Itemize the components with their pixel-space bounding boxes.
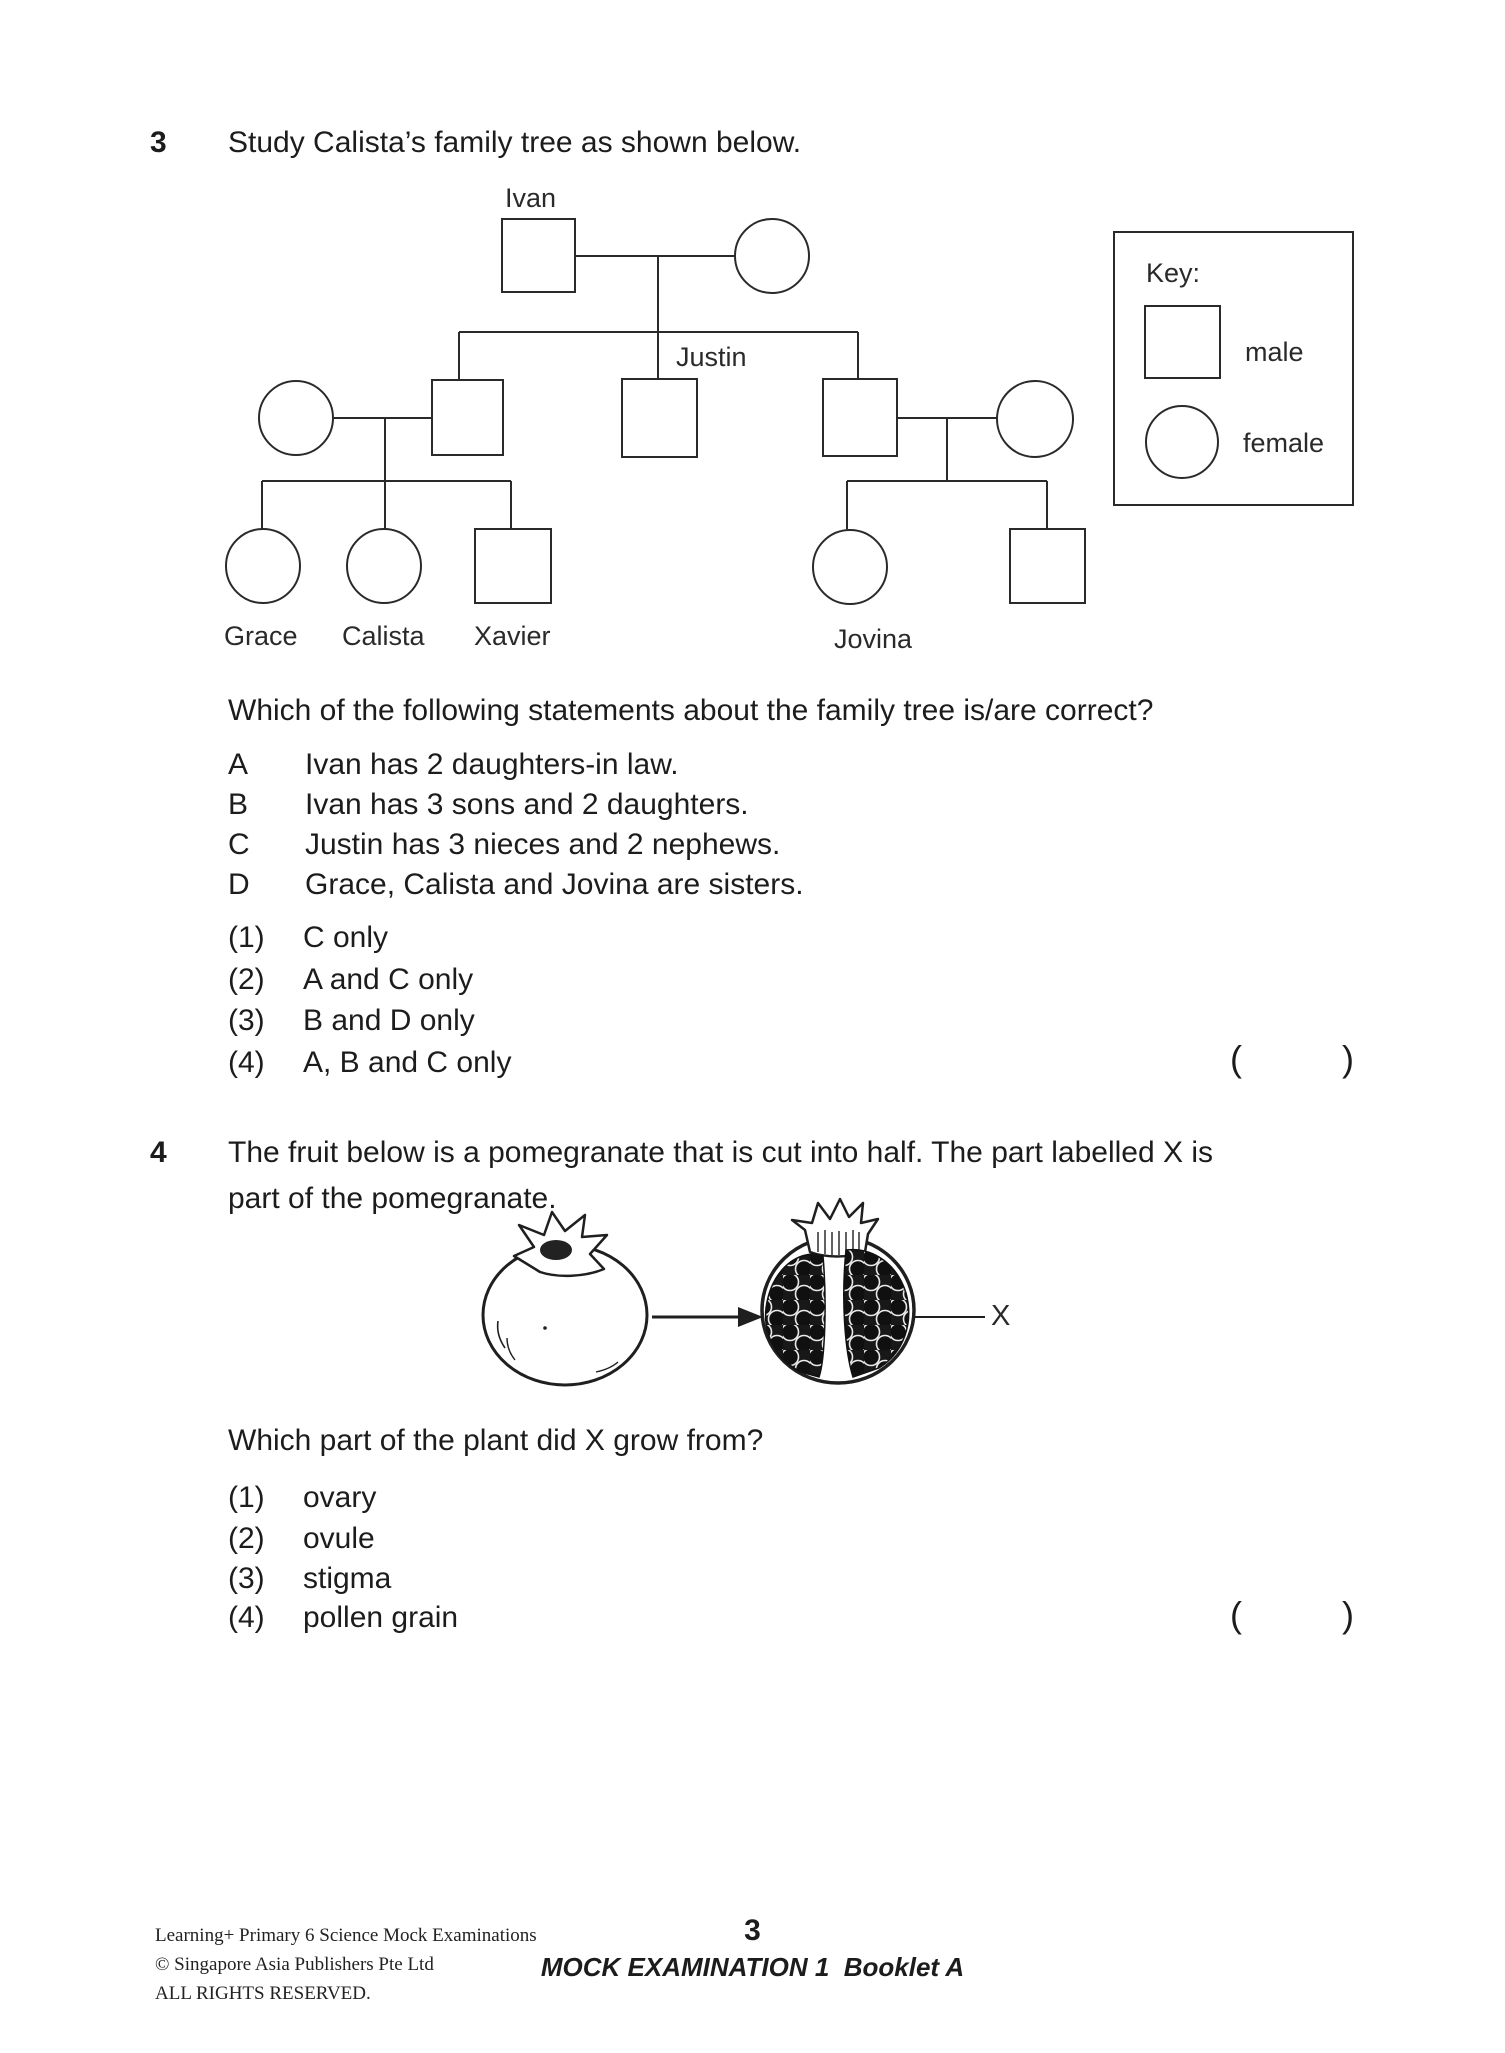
ivan-square [501,218,576,293]
q3-answer-bracket-open: ( [1230,1038,1242,1079]
label-xavier: Xavier [474,621,551,651]
option-text: B and D only [303,1004,475,1037]
son-left-square [431,379,504,456]
key-title: Key: [1146,258,1201,288]
footer-line: © Singapore Asia Publishers Pte Ltd [155,1954,434,1975]
footer-line: ALL RIGHTS RESERVED. [155,1983,371,2004]
q4-answer-bracket-close: ) [1342,1594,1354,1635]
option-number: (1) [228,1481,265,1514]
option-number: (4) [228,1601,265,1634]
seed-lobe-right [843,1248,910,1378]
option-number: (2) [228,963,265,996]
option-number: (2) [228,1522,265,1555]
justin-square [621,378,698,458]
key-male-label: male [1245,337,1304,367]
statement-text: Ivan has 2 daughters-in law. [305,748,679,781]
key-female-circle [1145,405,1219,479]
jovina-brother-square [1009,528,1086,604]
option-text: ovule [303,1522,375,1555]
q3-number: 3 [150,126,167,159]
q4-prompt-line2: part of the pomegranate. [228,1182,557,1215]
q4-question-text: Which part of the plant did X grow from? [228,1424,764,1457]
footer-copyright: Learning+ Primary 6 Science Mock Examina… [155,1921,537,2008]
page-number: 3 [744,1914,761,1947]
option-text: pollen grain [303,1601,459,1634]
q4-answer-bracket-open: ( [1230,1594,1242,1635]
option-text: A and C only [303,963,474,996]
statement-text: Grace, Calista and Jovina are sisters. [305,868,804,901]
option-text: C only [303,921,389,954]
cut-pomegranate-crown [790,1197,880,1258]
daughter-in-law-left-circle [258,380,334,456]
label-calista: Calista [342,621,425,651]
label-jovina: Jovina [834,624,913,654]
statement-letter: A [228,748,249,781]
option-text: stigma [303,1562,392,1595]
figure-x-label: X [991,1300,1011,1332]
jovina-circle [812,529,888,605]
option-text: ovary [303,1481,377,1514]
fruit-shading-stroke [595,1361,619,1373]
grace-circle [225,528,301,604]
q4-prompt-line1: The fruit below is a pomegranate that is… [228,1136,1213,1169]
fruit-shading-stroke [496,1320,506,1349]
statement-letter: D [228,868,250,901]
son-right-square [822,378,898,457]
calista-circle [346,528,422,604]
label-justin: Justin [676,342,747,372]
key-female-label: female [1243,428,1325,458]
pomegranate-figure [481,1197,985,1387]
q3-question-text: Which of the following statements about … [228,694,1154,727]
statement-letter: B [228,788,249,821]
daughter-in-law-right-circle [996,380,1074,458]
label-grace: Grace [224,621,298,651]
booklet-title: MOCK EXAMINATION 1 Booklet A [540,1952,965,1982]
xavier-square [474,528,552,604]
q3-prompt: Study Calista’s family tree as shown bel… [228,126,802,159]
statement-text: Ivan has 3 sons and 2 daughters. [305,788,749,821]
seed-lobe-left [764,1253,826,1378]
option-text: A, B and C only [303,1046,512,1079]
calyx-scribble [540,1240,572,1260]
q3-answer-bracket-close: ) [1342,1038,1354,1079]
option-number: (1) [228,921,265,954]
footer-line: Learning+ Primary 6 Science Mock Examina… [155,1925,537,1946]
key-male-square [1144,305,1221,379]
arrow-head [738,1307,763,1327]
q4-number: 4 [150,1136,167,1169]
ivan-wife-circle [734,218,810,294]
fruit-shading-stroke [506,1337,516,1361]
statement-letter: C [228,828,250,861]
label-ivan: Ivan [505,183,557,213]
option-number: (3) [228,1562,265,1595]
option-number: (4) [228,1046,265,1079]
fruit-speck [543,1326,547,1330]
family-tree-diagram [225,218,1354,605]
option-number: (3) [228,1004,265,1037]
statement-text: Justin has 3 nieces and 2 nephews. [305,828,781,861]
